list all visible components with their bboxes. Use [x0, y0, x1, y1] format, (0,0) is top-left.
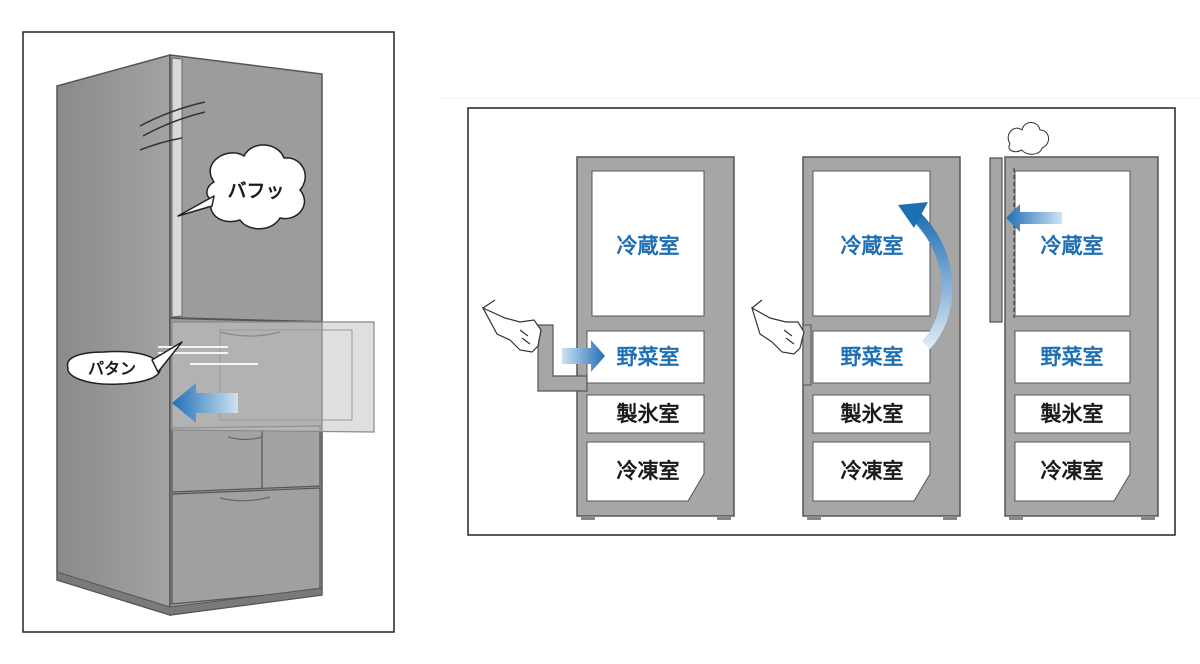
fridge-1-freezer-room: [586, 441, 705, 502]
fridge-2-freezer-room: [812, 441, 931, 502]
drawer-handle-1: [227, 436, 263, 441]
fridge-1-foot-right: [717, 516, 731, 520]
sound-bubble-drawer: パタン: [66, 341, 183, 385]
drawer-middle: [171, 425, 321, 493]
fridge-2-veg-room: [812, 330, 931, 384]
fridge-2-air-arc: [910, 210, 953, 349]
left-panel: バフッ パタン: [22, 31, 395, 633]
fridge-diagram-2: 冷蔵室 野菜室 製氷室 冷凍室: [750, 156, 961, 520]
sound-bubble-top: バフッ: [177, 144, 306, 230]
fridge-diagram-3: 冷蔵室 野菜室 製氷室 冷凍室: [989, 122, 1159, 520]
fridge-2-foot-right: [943, 516, 957, 520]
drawer-handle-2: [219, 496, 271, 502]
fridge-3-label-fridge: 冷蔵室: [1041, 234, 1104, 258]
fridge-3-foot-left: [1009, 516, 1023, 520]
fridge-1-label-veg: 野菜室: [617, 345, 680, 369]
top-door-handle: [171, 57, 183, 318]
open-drawer-inner: [219, 329, 353, 421]
fridge-side: [56, 54, 171, 617]
fridge-3-label-veg: 野菜室: [1041, 345, 1104, 369]
fridge-3-foot-right: [1141, 516, 1155, 520]
fridge-3-air-arrow: [1006, 204, 1062, 232]
fridge-2-foot-left: [807, 516, 821, 520]
door-seam: [169, 317, 323, 323]
fridge-1-veg-room: [586, 330, 705, 384]
hand-icon-2: [750, 299, 805, 355]
fridge-1-drawer-open: [537, 324, 588, 392]
fridge-1-label-ice: 製氷室: [616, 402, 680, 426]
fridge-1-label-freezer: 冷凍室: [617, 459, 680, 483]
drawer-bottom: [171, 487, 321, 605]
fridge-3-label-freezer: 冷凍室: [1041, 459, 1104, 483]
fridge-3-ice-room: [1014, 394, 1131, 434]
open-drawer-handle: [219, 331, 281, 337]
fridge-1-ice-room: [586, 394, 705, 434]
sound-text-top: バフッ: [227, 180, 284, 202]
hand-icon-1: [481, 299, 542, 353]
fridge-diagram-1: 冷蔵室 野菜室 製氷室 冷凍室: [481, 156, 735, 520]
fridge-1-foot-left: [581, 516, 595, 520]
sound-text-drawer: パタン: [88, 359, 136, 378]
fridge-2-drawer-front: [802, 324, 812, 386]
fridge-1-fridge-room: [591, 170, 705, 317]
fridge-1-push-arrow: [562, 340, 605, 372]
fridge-2-air-arrowhead: [898, 202, 928, 228]
fridge-3-veg-room: [1014, 330, 1131, 384]
drawer-close-arrow: [172, 383, 238, 423]
fridge-2-label-ice: 製氷室: [840, 402, 904, 426]
fridge-3-freezer-room: [1014, 441, 1131, 502]
fridge-2-label-freezer: 冷凍室: [841, 459, 904, 483]
fridge-1-label-fridge: 冷蔵室: [617, 234, 680, 258]
fridge-2-fridge-room: [812, 170, 931, 317]
fridge-3-fridge-room: [1014, 170, 1131, 317]
open-vegetable-drawer: [171, 321, 375, 433]
fridge-2-label-veg: 野菜室: [841, 345, 904, 369]
puff-cloud-icon: [1007, 122, 1049, 155]
fridge-base: [56, 571, 323, 616]
door-motion-lines: [139, 101, 206, 151]
fridge-2-label-fridge: 冷蔵室: [841, 234, 904, 258]
fridge-3-label-ice: 製氷室: [1040, 402, 1104, 426]
right-panel: 冷蔵室 野菜室 製氷室 冷凍室 冷蔵室 野菜室 製氷室: [467, 107, 1176, 536]
fridge-2-ice-room: [812, 394, 931, 434]
fridge-3-door-ajar: [989, 157, 1003, 323]
